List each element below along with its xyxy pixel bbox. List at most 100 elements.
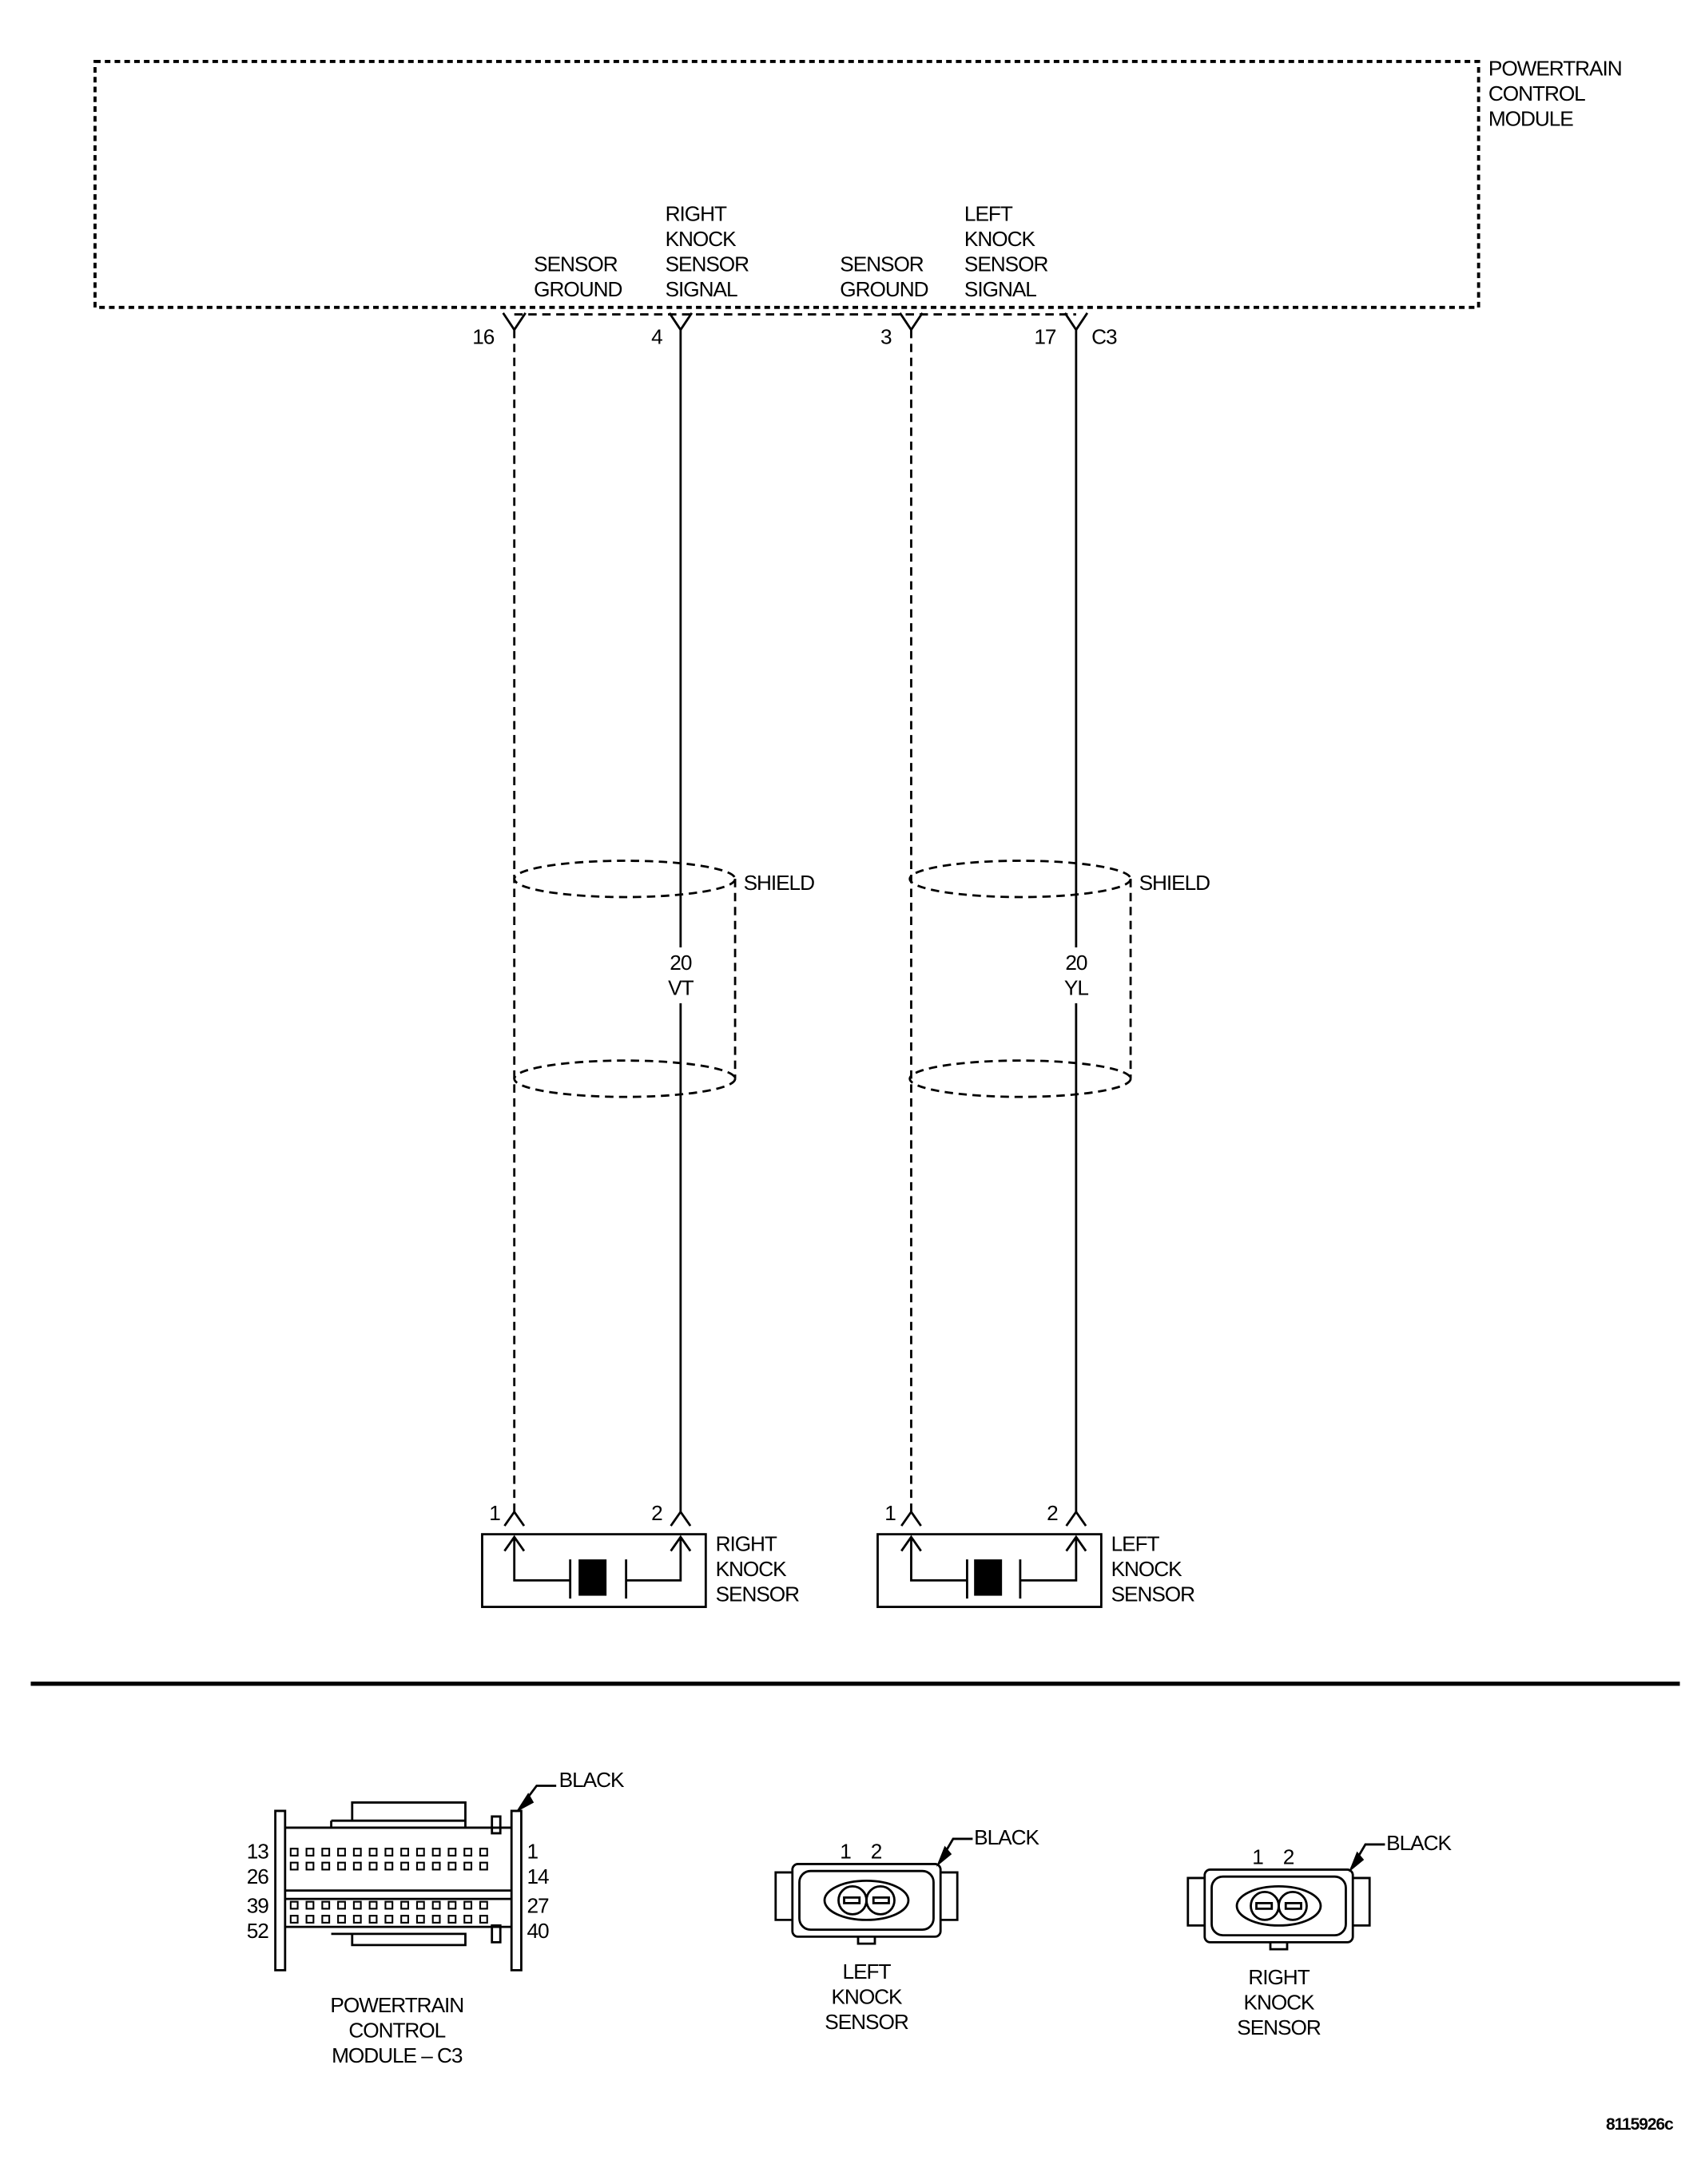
connector-cavity <box>321 1915 331 1924</box>
connector-cavity <box>368 1861 378 1871</box>
connector-label: LEFT <box>843 1960 892 1983</box>
sensor-label: RIGHT <box>716 1532 777 1556</box>
sensor-label: SENSOR <box>1111 1582 1195 1606</box>
pin-number: 1 <box>1252 1844 1263 1868</box>
pcm-c3-connector-view: BLACK 13 26 39 52 1 14 27 40 POWERTRAIN … <box>247 1768 626 2067</box>
connector-cavity <box>463 1900 473 1910</box>
connector-cavity <box>321 1848 331 1856</box>
connector-cavity <box>289 1861 299 1871</box>
connector-cavity <box>305 1915 315 1924</box>
connector-cavity <box>400 1861 409 1871</box>
connector-label: KNOCK <box>1244 1990 1316 2014</box>
pin-number: 16 <box>472 324 495 348</box>
pin-number: 1 <box>840 1839 851 1863</box>
connector-cavity <box>479 1861 488 1871</box>
connector-cavity <box>431 1848 441 1856</box>
pcm-label: POWERTRAIN CONTROL MODULE <box>1488 56 1623 130</box>
connector-cavity <box>463 1915 473 1924</box>
connector-label: SENSOR <box>825 2010 908 2034</box>
connector-cavity <box>415 1900 425 1910</box>
shield-label: SHIELD <box>744 871 815 895</box>
wire-color: YL <box>1064 975 1088 999</box>
connector-cavity <box>289 1848 299 1856</box>
pin-number: 2 <box>871 1839 882 1863</box>
connector-cavity <box>352 1861 362 1871</box>
circuit-label: GROUND <box>840 277 928 301</box>
connector-cavity <box>400 1900 409 1910</box>
pin-label: 1 <box>527 1839 538 1863</box>
connector-cavity <box>305 1848 315 1856</box>
connector-cavity <box>479 1848 488 1856</box>
wire-color: VT <box>668 975 694 999</box>
shield-label: SHIELD <box>1139 871 1210 895</box>
right-knock-sensor-connector-view: 1 2 BLACK RIGHT KNOCK SENSOR <box>1186 1831 1453 2039</box>
connector-cavity <box>321 1900 331 1910</box>
pin-label: 40 <box>527 1919 549 1943</box>
connector-cavity <box>431 1915 441 1924</box>
connector-cavity <box>384 1848 394 1856</box>
connector-cavity <box>337 1915 346 1924</box>
pin-number: 17 <box>1034 324 1056 348</box>
pin-number: 3 <box>880 324 892 348</box>
connector-cavity <box>447 1848 457 1856</box>
connector-cavity <box>415 1848 425 1856</box>
connector-cavity <box>400 1848 409 1856</box>
connector-cavity <box>289 1900 299 1910</box>
sensor-label: SENSOR <box>716 1582 800 1606</box>
circuit-label: SENSOR <box>666 252 749 276</box>
connector-cavity <box>384 1861 394 1871</box>
pcm-label-line: POWERTRAIN <box>1488 56 1622 80</box>
connector-cavity <box>384 1900 394 1910</box>
shield-left <box>908 860 1132 1098</box>
pin-number: 2 <box>1283 1844 1294 1868</box>
right-knock-sensor: 1 2 RIGHT KNOCK SENSOR <box>481 1501 800 1608</box>
connector-cavity <box>431 1861 441 1871</box>
pin-label: 27 <box>527 1894 549 1918</box>
connector-label: POWERTRAIN <box>330 1993 463 2017</box>
pin-label: 39 <box>247 1894 269 1918</box>
circuit-label: KNOCK <box>666 227 737 251</box>
connector-cavity <box>447 1900 457 1910</box>
connector-cavity <box>447 1861 457 1871</box>
connector-label: MODULE – C3 <box>332 2043 463 2067</box>
sensor-label: KNOCK <box>716 1557 788 1581</box>
pin-number: 2 <box>651 1501 662 1525</box>
connector-cavity <box>400 1915 409 1924</box>
circuit-label: LEFT <box>964 201 1013 225</box>
sensor-label: KNOCK <box>1111 1557 1183 1581</box>
wire-gauge: 20 <box>1065 951 1087 975</box>
connector-cavity <box>415 1861 425 1871</box>
circuit-label: GROUND <box>534 277 622 301</box>
connector-color: BLACK <box>974 1825 1039 1849</box>
circuit-label: SENSOR <box>964 252 1048 276</box>
pin-label: 52 <box>247 1919 269 1943</box>
connector-cavity <box>352 1915 362 1924</box>
connector-label: RIGHT <box>1248 1965 1310 1989</box>
connector-cavity <box>447 1915 457 1924</box>
circuit-label: SENSOR <box>534 252 618 276</box>
figure-id: 8115926c <box>1606 2115 1674 2134</box>
connector-cavity <box>463 1861 473 1871</box>
circuit-label: SIGNAL <box>964 277 1036 301</box>
pin-label: 26 <box>247 1864 269 1888</box>
pin-number: 2 <box>1047 1501 1058 1525</box>
pin-number: 1 <box>884 1501 896 1525</box>
circuit-label: SENSOR <box>840 252 924 276</box>
connector-cavity <box>337 1861 346 1871</box>
connector-cavity <box>415 1915 425 1924</box>
connector-cavity <box>337 1848 346 1856</box>
pin-label: 13 <box>247 1839 269 1863</box>
connector-cavity <box>479 1900 488 1910</box>
wire-gauge: 20 <box>670 951 692 975</box>
connector-cavity <box>352 1848 362 1856</box>
pcm-label-line: CONTROL <box>1488 81 1585 105</box>
pin-number: 4 <box>651 324 662 348</box>
connector-label: CONTROL <box>348 2018 445 2042</box>
connector-cavity <box>368 1915 378 1924</box>
connector-cavity <box>352 1900 362 1910</box>
pin-label: 14 <box>527 1864 549 1888</box>
circuit-label: SIGNAL <box>666 277 737 301</box>
connector-label: SENSOR <box>1237 2015 1321 2039</box>
connector-cavity <box>368 1848 378 1856</box>
